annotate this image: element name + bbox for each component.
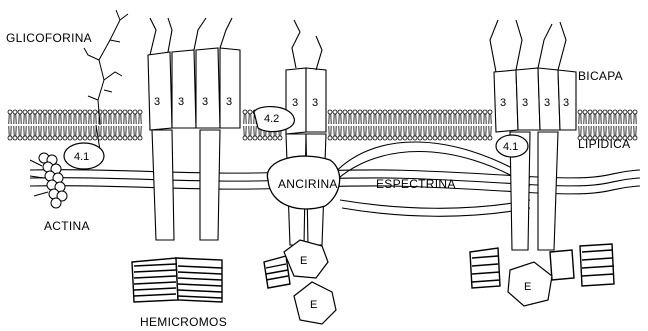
- band3-label-right-4: 3: [563, 97, 569, 109]
- band3-label-left-3: 3: [202, 96, 208, 108]
- label-ancirina: ANCIRINA: [278, 177, 338, 191]
- band3-label-left-1: 3: [154, 96, 160, 108]
- protein-4-1-label-right: 4.1: [503, 141, 518, 153]
- band3-label-center-2: 3: [312, 97, 318, 109]
- band3-label-center-1: 3: [292, 97, 298, 109]
- band3-label-right-2: 3: [522, 97, 528, 109]
- e-label-1: E: [300, 255, 307, 267]
- e-label-3: E: [524, 281, 531, 293]
- label-hemicromos: HEMICROMOS: [140, 315, 227, 329]
- label-bicapa: BICAPA: [578, 69, 623, 83]
- protein-4-2-label: 4.2: [264, 113, 279, 125]
- label-lipidica: LIPIDICA: [578, 137, 630, 151]
- e-label-2: E: [310, 299, 317, 311]
- hemicromos-blocks: [132, 258, 222, 302]
- label-actina: ACTINA: [44, 219, 90, 233]
- label-espectrina: ESPECTRINA: [376, 177, 456, 191]
- band3-label-right-1: 3: [500, 97, 506, 109]
- band3-label-left-2: 3: [178, 96, 184, 108]
- center-hemicromos: [264, 256, 290, 288]
- label-glicoforina: GLICOFORINA: [6, 31, 92, 45]
- protein-4-1-label-left: 4.1: [74, 151, 89, 163]
- band3-label-left-4: 3: [226, 96, 232, 108]
- band3-label-right-3: 3: [544, 97, 550, 109]
